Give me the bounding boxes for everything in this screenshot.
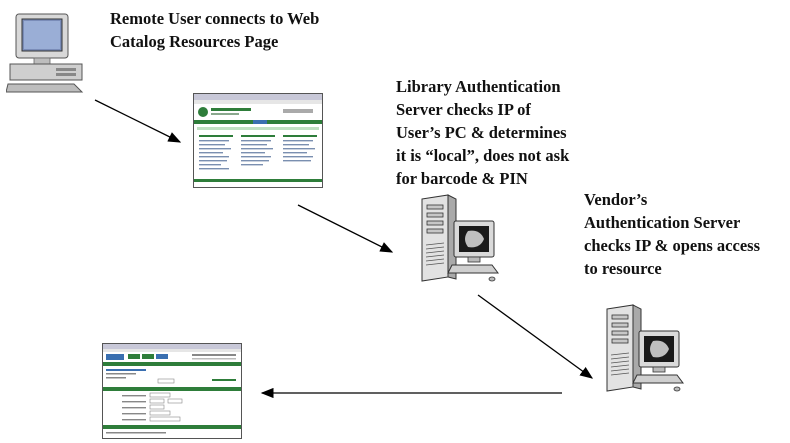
arrow-pc-to-catalog: [94, 99, 182, 143]
step-line: Library Authentication: [396, 77, 561, 96]
step-library-auth-text: Library Authentication Server checks IP …: [396, 75, 569, 190]
web-catalog-screenshot: [193, 93, 323, 188]
step-line: User’s PC & determines: [396, 123, 567, 142]
step-line: to resource: [584, 259, 662, 278]
vendor-server-pc-icon: [603, 303, 685, 397]
step-line: Authentication Server: [584, 213, 741, 232]
step-line: Remote User connects to Web: [110, 9, 320, 28]
step-line: checks IP & opens access: [584, 236, 760, 255]
desktop-pc-icon: [6, 12, 90, 94]
step-line: Catalog Resources Page: [110, 32, 279, 51]
step-line: it is “local”, does not ask: [396, 146, 570, 165]
step-line: Server checks IP of: [396, 100, 531, 119]
server-pc-icon: [418, 193, 500, 287]
step-remote-user-text: Remote User connects to Web Catalog Reso…: [110, 7, 319, 53]
arrow-library-to-vendor-server: [477, 294, 594, 379]
step-line: for barcode & PIN: [396, 169, 528, 188]
step-vendor-auth-text: Vendor’s Authentication Server checks IP…: [584, 188, 760, 280]
arrow-catalog-to-library-server: [297, 204, 394, 253]
step-line: Vendor’s: [584, 190, 648, 209]
resource-screenshot: [102, 343, 242, 439]
